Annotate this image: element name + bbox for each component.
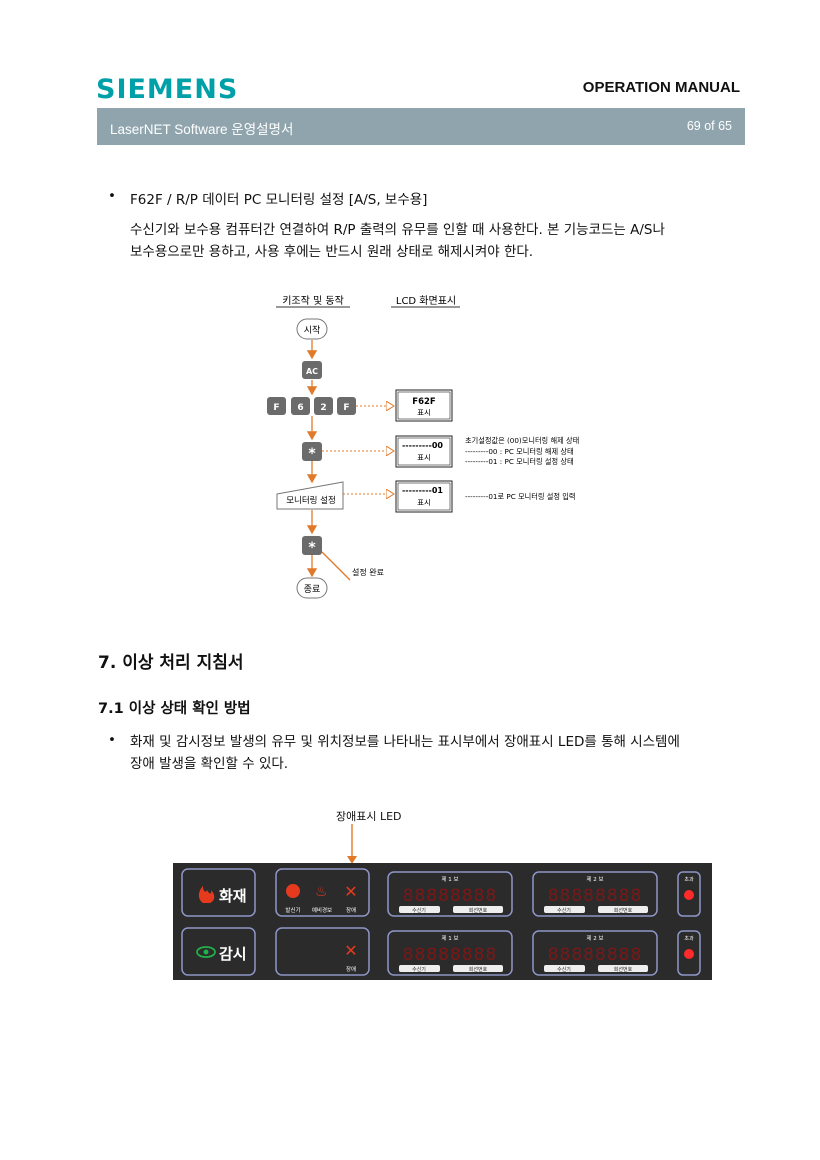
lcd3-top: ---------01 <box>402 486 443 495</box>
flow-start: 시작 <box>304 325 321 336</box>
flow-ac-key: AC <box>306 367 318 376</box>
flow-end: 종료 <box>304 584 321 595</box>
s7-line-1: 화재 및 감시정보 발생의 유무 및 위치정보를 나타내는 표시부에서 장애표시… <box>130 734 680 750</box>
bullet-dot-2: • <box>108 732 116 748</box>
fault-icon: ✕ <box>344 882 357 901</box>
doc-title: LaserNET Software 운영설명서 <box>110 122 294 137</box>
grp1-top: 제 1 보 <box>441 875 458 883</box>
flow-star-2: * <box>308 540 316 556</box>
indicator-panel: 화재 감시 ♨ ✕ 발신기 예비경보 장애 ✕ 장애 제 1 보 제 2 보 제… <box>173 863 712 980</box>
section7-title: 7. 이상 처리 지침서 <box>98 653 244 673</box>
manual-title: OPERATION MANUAL <box>582 79 740 96</box>
lcd2-top: ---------00 <box>402 441 443 450</box>
bullet-dot: • <box>108 188 116 204</box>
transmitter-icon <box>286 884 300 898</box>
icon-label-2: 예비경보 <box>312 906 332 914</box>
lcd2-bottom: 표시 <box>417 453 431 462</box>
fire-icon <box>198 886 215 903</box>
chip-circuit-3: 회선번호 <box>469 966 488 973</box>
bullet-title: F62F / R/P 데이터 PC 모니터링 설정 [A/S, 보수용] <box>130 192 428 208</box>
seg-display-1: 88888888 <box>403 886 498 906</box>
note2-line2: ---------00 : PC 모니터링 해제 상태 <box>465 447 574 456</box>
flow-key-4: F <box>343 403 349 413</box>
s7-line-2: 장애 발생을 확인할 수 있다. <box>130 756 289 772</box>
fault-icon-2: ✕ <box>344 941 357 960</box>
led-arrow <box>347 824 357 864</box>
lcd1-top: F62F <box>412 397 436 407</box>
flow-monitor-set: 모니터링 설정 <box>286 495 336 506</box>
grp2-top: 제 2 보 <box>586 875 603 883</box>
icon-label-1: 발신기 <box>285 906 300 914</box>
siemens-logo: SIEMENS <box>96 74 239 105</box>
fire-label: 화재 <box>219 887 247 905</box>
watch-label: 감시 <box>219 945 247 963</box>
flowchart: 키조작 및 동작 LCD 화면표시 시작 AC F 6 2 F * 모니터링 설… <box>267 295 579 599</box>
eye-icon <box>196 946 216 958</box>
flow-col1-header: 키조작 및 동작 <box>282 295 344 307</box>
flow-key-2: 6 <box>297 403 303 413</box>
flow-key-3: 2 <box>320 403 326 413</box>
flow-key-1: F <box>273 403 279 413</box>
prealarm-icon: ♨ <box>315 884 328 900</box>
para-line-2: 보수용으로만 용하고, 사용 후에는 반드시 원래 상태로 해제시켜야 한다. <box>130 244 534 260</box>
header-bar <box>97 108 745 145</box>
icon-label-4: 장애 <box>346 965 356 973</box>
lcd1-bottom: 표시 <box>417 408 431 417</box>
grp1-bot: 제 1 보 <box>441 934 458 942</box>
chip-receiver-4: 수신기 <box>557 966 571 973</box>
grp2-bot: 제 2 보 <box>586 934 603 942</box>
chip-receiver-3: 수신기 <box>412 966 426 973</box>
note2-line1: 초기설정값은 (00)모니터링 해제 상태 <box>465 436 579 445</box>
reset-label-2: 초과 <box>684 935 694 942</box>
reset-label-1: 초과 <box>684 876 694 883</box>
reset-led-1 <box>684 890 694 900</box>
note3: ---------01로 PC 모니터링 설정 입력 <box>465 492 576 501</box>
seg-display-4: 88888888 <box>548 945 643 965</box>
lcd3-bottom: 표시 <box>417 498 431 507</box>
led-label: 장애표시 LED <box>336 810 402 823</box>
chip-receiver-2: 수신기 <box>557 907 571 914</box>
page-number: 69 of 65 <box>686 119 732 133</box>
chip-circuit-1: 회선번호 <box>469 907 488 914</box>
para-line-1: 수신기와 보수용 컴퓨터간 연결하여 R/P 출력의 유무를 인할 때 사용한다… <box>130 222 665 238</box>
seg-display-2: 88888888 <box>548 886 643 906</box>
flow-col2-header: LCD 화면표시 <box>396 295 456 307</box>
flow-star-1: * <box>308 446 316 462</box>
icon-label-3: 장애 <box>346 906 356 914</box>
flow-done: 설정 완료 <box>352 567 384 577</box>
note2-line3: ---------01 : PC 모니터링 설정 상태 <box>465 457 574 466</box>
chip-receiver-1: 수신기 <box>412 907 426 914</box>
section71-title: 7.1 이상 상태 확인 방법 <box>98 701 251 717</box>
seg-display-3: 88888888 <box>403 945 498 965</box>
chip-circuit-4: 회선번호 <box>614 966 633 973</box>
chip-circuit-2: 회선번호 <box>614 907 633 914</box>
reset-led-2 <box>684 949 694 959</box>
